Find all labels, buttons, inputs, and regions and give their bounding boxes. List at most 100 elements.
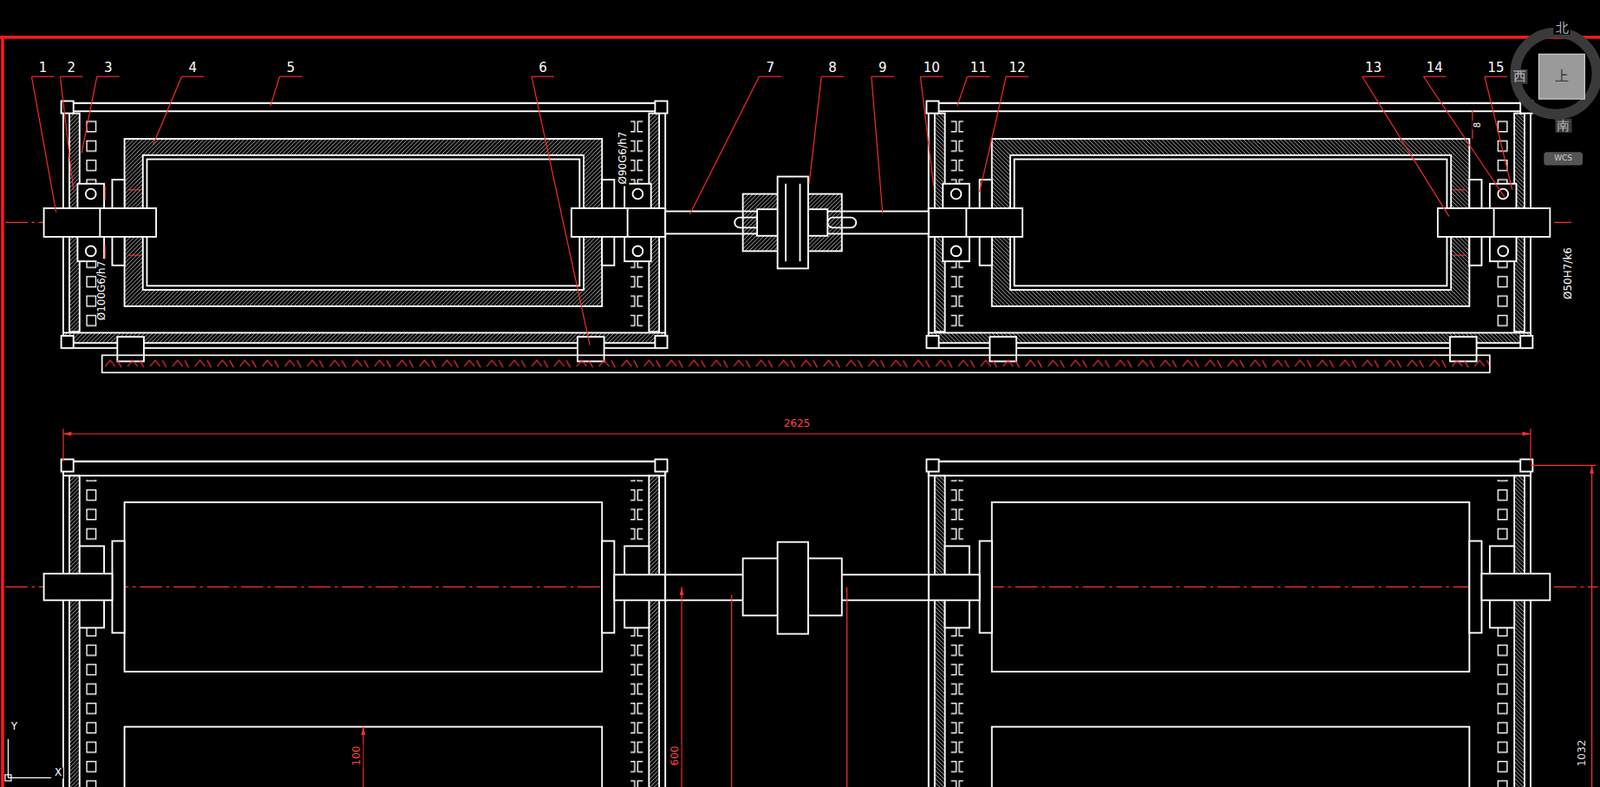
callout-number: 1 <box>37 59 50 75</box>
leader-line <box>979 76 1007 192</box>
view-cube <box>1543 151 1583 165</box>
sheet-frame <box>0 35 1600 787</box>
view-cube-direction: 北 <box>1554 20 1571 36</box>
dryer-unit-elevation <box>648 475 660 787</box>
callout-underline <box>1484 76 1508 78</box>
callout-number: 6 <box>536 59 549 75</box>
axis-label: Y <box>9 720 20 732</box>
shaft-coupling <box>799 183 802 262</box>
dimension-value: 2625 <box>782 418 813 431</box>
leader-line <box>689 76 759 215</box>
dryer-unit-section <box>63 333 666 344</box>
dryer-unit-elevation <box>601 540 614 633</box>
fit-dimension: Ø50H7/k6 <box>1562 245 1574 301</box>
callout-underline <box>966 76 990 78</box>
dryer-unit-section <box>143 155 584 290</box>
dryer-unit-section <box>633 189 644 200</box>
leader-line <box>270 76 281 106</box>
shaft-coupling <box>665 176 929 269</box>
dryer-unit-section <box>127 189 141 190</box>
leader-line <box>59 76 73 190</box>
callout-underline <box>279 76 302 78</box>
dimension-arrow <box>361 726 366 735</box>
shaft-coupling <box>777 542 809 634</box>
dryer-unit-elevation <box>44 573 113 601</box>
leader-line <box>809 76 822 184</box>
callout-number: 8 <box>826 59 839 75</box>
dimension-line <box>104 244 106 259</box>
dryer-unit-elevation <box>63 461 666 787</box>
callout-underline <box>531 76 555 78</box>
dryer-unit-section <box>654 100 667 113</box>
shaft-coupling <box>784 183 787 262</box>
dryer-unit-elevation <box>926 458 1550 787</box>
callout-number: 13 <box>1363 59 1384 75</box>
dryer-unit-elevation <box>44 458 668 787</box>
dimension-value: 100 <box>351 743 363 767</box>
dryer-unit-section <box>654 335 667 348</box>
callout-underline <box>1423 76 1446 78</box>
dimension-line <box>1530 464 1596 466</box>
dimension-line <box>680 586 682 787</box>
callout-number: 15 <box>1485 59 1506 75</box>
ucs-icon <box>5 738 52 781</box>
leader-line <box>1423 76 1505 198</box>
dryer-unit-elevation <box>111 540 125 633</box>
leader-line <box>152 76 182 145</box>
callout-underline <box>1005 76 1029 78</box>
leader-line <box>31 76 56 212</box>
base-rail <box>102 354 1490 373</box>
dryer-unit-section <box>85 189 97 200</box>
callout-number: 7 <box>764 59 778 75</box>
dryer-unit-elevation <box>63 461 666 476</box>
dryer-unit-section <box>61 335 74 348</box>
leader-line <box>31 76 1512 345</box>
leader-line <box>1362 76 1450 216</box>
callout-number: 2 <box>65 59 79 75</box>
ucs-icon <box>7 777 51 778</box>
dryer-unit-section <box>124 138 603 307</box>
dimension-arrow <box>1589 464 1594 473</box>
dryer-unit-section <box>127 254 141 256</box>
dimension-line <box>1591 464 1593 787</box>
leader-line <box>81 76 98 153</box>
callout-number: 14 <box>1424 59 1445 75</box>
dryer-unit-section <box>98 208 101 237</box>
ucs-icon <box>7 738 9 778</box>
dryer-unit-elevation <box>69 475 80 787</box>
dimension-arrow <box>679 586 685 595</box>
view-cube <box>1515 32 1597 166</box>
dryer-unit-elevation <box>630 479 643 787</box>
dimension-arrow <box>1522 431 1531 437</box>
leader-line <box>1484 76 1513 190</box>
axis-label: X <box>52 766 64 778</box>
dimension-value: 8 <box>1471 119 1482 129</box>
callout-underline <box>871 76 895 78</box>
view-cube-direction: 南 <box>1554 117 1572 133</box>
callout-underline <box>1362 76 1385 78</box>
dryer-unit-section <box>626 208 629 237</box>
dimension-arrow <box>63 431 72 437</box>
callout-number: 5 <box>285 59 298 75</box>
callout-underline <box>31 76 54 78</box>
callout-underline <box>181 76 204 78</box>
callout-underline <box>920 76 943 78</box>
sheet-frame <box>0 35 1600 40</box>
dimension-line <box>104 185 106 200</box>
dryer-unit-elevation <box>124 502 603 672</box>
callout-number: 12 <box>1007 59 1028 75</box>
shaft-coupling <box>665 542 929 634</box>
dryer-unit-section <box>44 100 668 361</box>
dryer-unit-section <box>571 208 666 237</box>
ucs-icon <box>5 774 12 781</box>
shaft-coupling <box>762 217 765 229</box>
callout-underline <box>97 76 120 78</box>
fit-dimension: Ø100G6/h7 <box>96 259 108 323</box>
fit-dimension: Ø90G6/h7 <box>617 130 629 187</box>
callout-number: 11 <box>968 59 989 75</box>
dryer-unit-elevation <box>613 574 666 600</box>
